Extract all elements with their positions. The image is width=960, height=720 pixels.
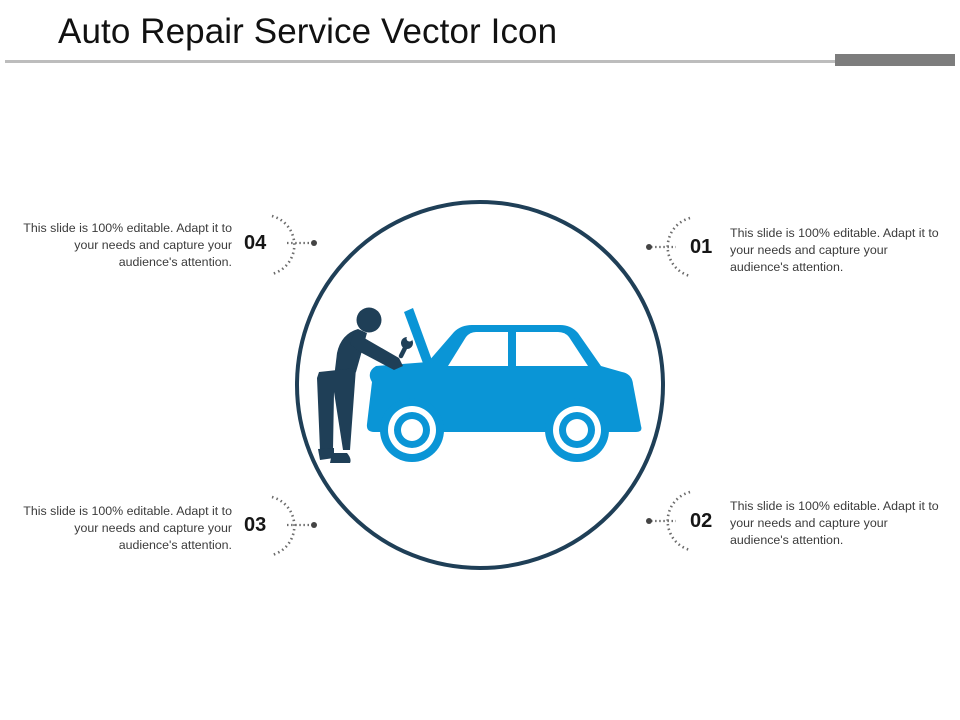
mechanic-icon xyxy=(317,307,403,463)
item-number-01: 01 xyxy=(690,236,713,258)
title-rule-accent xyxy=(835,54,955,66)
item-number-04: 04 xyxy=(244,232,267,254)
connector-dot-03 xyxy=(311,522,317,528)
connector-02 xyxy=(651,490,691,552)
item-text-02: This slide is 100% editable. Adapt it to… xyxy=(730,499,939,547)
item-number-03: 03 xyxy=(244,514,267,536)
connector-04 xyxy=(271,214,312,276)
connector-01 xyxy=(651,216,691,278)
slide-title: Auto Repair Service Vector Icon xyxy=(58,12,558,51)
title-rule xyxy=(5,60,835,63)
wrench-icon xyxy=(398,335,413,359)
item-text-04: This slide is 100% editable. Adapt it to… xyxy=(23,221,232,269)
connector-dot-02 xyxy=(646,518,652,524)
connector-dot-04 xyxy=(311,240,317,246)
item-text-03: This slide is 100% editable. Adapt it to… xyxy=(23,504,232,552)
connector-dot-01 xyxy=(646,244,652,250)
center-circle xyxy=(295,200,665,570)
item-number-02: 02 xyxy=(690,510,713,532)
connector-03 xyxy=(271,495,312,557)
car-icon xyxy=(366,308,642,462)
item-text-01: This slide is 100% editable. Adapt it to… xyxy=(730,226,939,274)
